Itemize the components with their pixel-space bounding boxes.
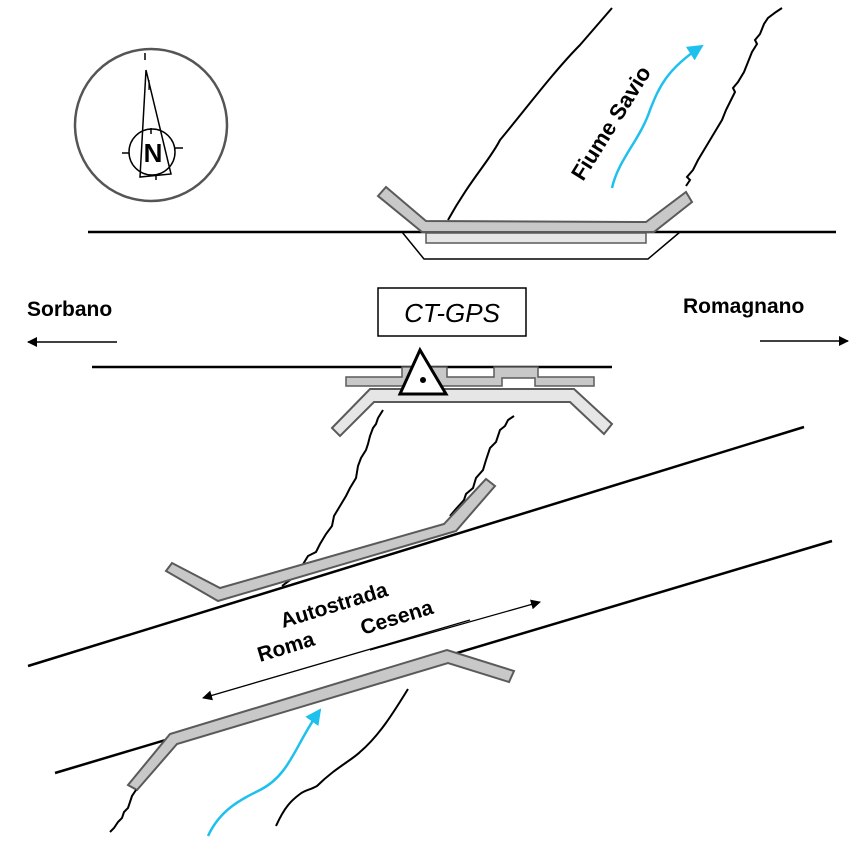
north-bridge-deck-lower (425, 232, 647, 244)
river-flow-arrow-north (610, 44, 704, 189)
compass-ring (73, 47, 229, 203)
highway-label-roma: Roma (255, 628, 318, 667)
river-bank-right-north (685, 7, 783, 187)
river-bank-left-north (447, 7, 613, 221)
south-road-bridge-lower (330, 388, 614, 438)
north-bridge-deck (376, 185, 694, 233)
east-direction-label: Romagnano (683, 295, 804, 318)
highway-lower-bridge (126, 648, 516, 792)
ct-gps-label: CT-GPS (404, 298, 500, 328)
compass-north-letter: N (144, 138, 163, 168)
gps-station-marker (397, 346, 449, 396)
ct-gps-box (377, 287, 527, 337)
river-flow-arrow-south (206, 708, 322, 837)
south-road-bridge-deck (345, 366, 595, 387)
highway-upper-bridge (164, 477, 497, 603)
river-bank-left-mid (281, 409, 384, 587)
highway-direction-arrow-west (202, 619, 471, 701)
north-arrow-icon: N (122, 53, 183, 180)
compass: N (73, 47, 229, 203)
river-bank-left-south (109, 789, 137, 833)
highway-direction-arrow-east (369, 599, 541, 651)
river-bank-right-south (275, 688, 409, 827)
highway-upper-edge (27, 425, 805, 668)
north-bridge-abutment (401, 231, 681, 260)
west-direction-label: Sorbano (27, 298, 112, 321)
river-label: Fiume Savio (566, 61, 656, 184)
river-bank-right-mid (449, 415, 515, 517)
